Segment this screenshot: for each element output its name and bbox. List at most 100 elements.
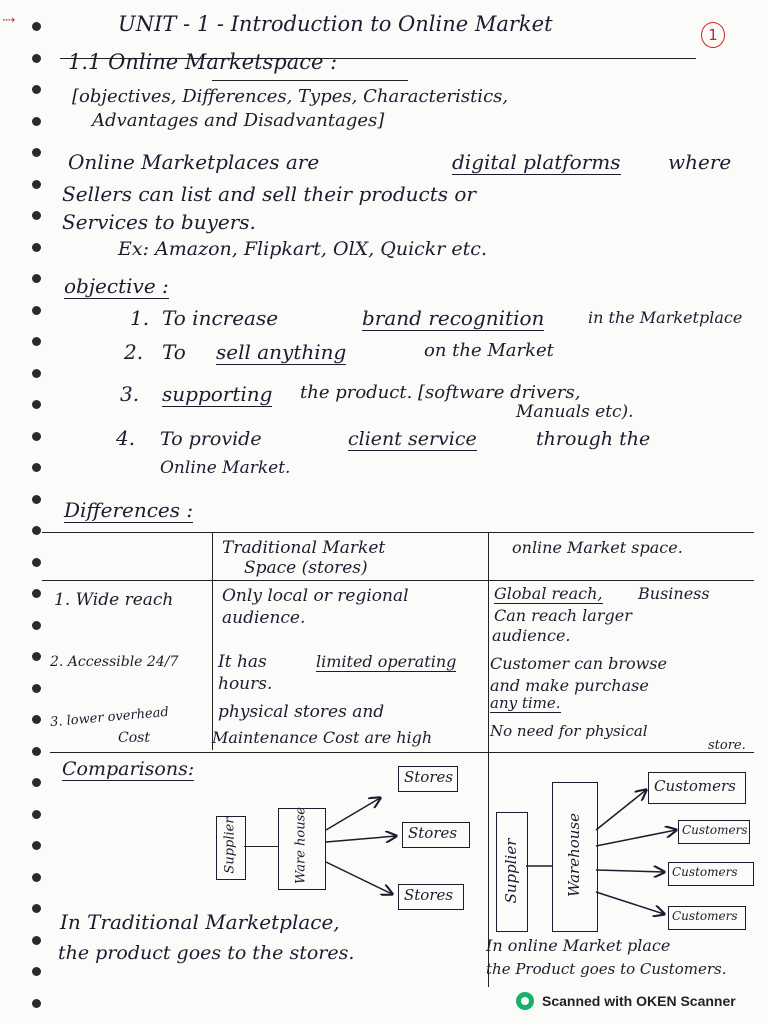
- table-bottom-line: [50, 752, 754, 753]
- definition-line-3: Services to buyers.: [62, 210, 256, 234]
- row-3-label-2: Cost: [118, 730, 150, 746]
- objective-3-num: 3.: [120, 382, 140, 406]
- objective-3-c: the product. [software drivers,: [300, 382, 581, 403]
- differences-heading: Differences :: [64, 498, 194, 523]
- objective-1-b: brand recognition: [362, 306, 545, 331]
- row-2-trad-1a: It has: [218, 652, 267, 672]
- objective-3-cont: Manuals etc).: [516, 402, 634, 422]
- objective-1-a: To increase: [162, 306, 279, 330]
- objective-1-num: 1.: [130, 306, 150, 330]
- binder-hole: [32, 873, 41, 882]
- col-traditional-1: Traditional Market: [222, 538, 386, 558]
- title-underline: [60, 58, 696, 59]
- row-2-online-1: Customer can browse: [490, 654, 667, 673]
- row-2-trad-1b: limited operating: [316, 652, 457, 672]
- objective-2-b: sell anything: [216, 340, 347, 365]
- row-2-online-2: and make purchase: [490, 676, 649, 695]
- row-3-trad-1: physical stores and: [218, 702, 385, 722]
- binder-hole: [32, 432, 41, 441]
- objective-4-num: 4.: [116, 426, 136, 450]
- binder-hole: [32, 778, 41, 787]
- row-1-online-1b: Business: [638, 584, 710, 603]
- trad-store-box-2: [402, 822, 470, 848]
- binder-hole: [32, 621, 41, 630]
- binder-hole: [32, 526, 41, 535]
- binder-hole: [32, 274, 41, 283]
- row-1-trad-2: audience.: [222, 608, 306, 628]
- scanner-text: Scanned with OKEN Scanner: [542, 993, 736, 1009]
- row-2-trad-2: hours.: [218, 674, 273, 694]
- row-2-online-3: any time.: [490, 694, 561, 713]
- binder-hole: [32, 22, 41, 31]
- binder-hole: [32, 495, 41, 504]
- trad-store-label-1: Stores: [404, 768, 454, 786]
- section-underline: [212, 80, 408, 81]
- definition-line-2: Sellers can list and sell their products…: [62, 182, 476, 206]
- binder-hole: [32, 747, 41, 756]
- binder-hole: [32, 243, 41, 252]
- table-header-line: [42, 580, 754, 581]
- row-2-label: 2. Accessible 24/7: [50, 654, 179, 670]
- objective-2-c: on the Market: [424, 340, 554, 361]
- trad-store-label-3: Stores: [404, 886, 454, 904]
- topics-line-1: [objectives, Differences, Types, Charact…: [72, 86, 509, 107]
- binder-holes: [24, 0, 44, 1024]
- trad-arrow-mid: [325, 836, 396, 842]
- online-customer-label-3: Customers: [672, 865, 738, 879]
- page-number: 1: [701, 22, 725, 48]
- binder-hole: [32, 715, 41, 724]
- objective-4-b: client service: [348, 428, 477, 451]
- online-supplier-box: [496, 812, 528, 932]
- binder-hole: [32, 306, 41, 315]
- binder-hole: [32, 904, 41, 913]
- online-customer-box-4: [668, 906, 746, 930]
- row-3-online-1: No need for physical: [490, 722, 648, 740]
- binder-hole: [32, 400, 41, 409]
- table-col-divider-1: [212, 532, 213, 750]
- online-customer-box-1: [648, 772, 746, 804]
- row-1-online-3: audience.: [492, 626, 571, 645]
- col-traditional-2: Space (stores): [244, 558, 368, 578]
- binder-hole: [32, 810, 41, 819]
- row-1-trad-1: Only local or regional: [222, 586, 409, 606]
- trad-caption-1: In Traditional Marketplace,: [60, 910, 340, 934]
- binder-hole: [32, 337, 41, 346]
- binder-hole: [32, 558, 41, 567]
- online-supplier-label: Supplier: [502, 838, 520, 904]
- trad-store-box-3: [398, 884, 464, 910]
- trad-caption-2: the product goes to the stores.: [58, 942, 355, 964]
- objective-1-c: in the Marketplace: [588, 308, 743, 327]
- online-arrow-2: [595, 830, 676, 847]
- objective-4-a: To provide: [160, 428, 262, 450]
- online-customer-label-4: Customers: [672, 909, 738, 923]
- binder-hole: [32, 841, 41, 850]
- objective-4-cont: Online Market.: [160, 458, 291, 478]
- binder-hole: [32, 117, 41, 126]
- comparison-heading: Comparisons:: [62, 758, 195, 781]
- online-arrow-3: [595, 870, 664, 872]
- objective-2-a: To: [162, 340, 186, 364]
- definition-line-1c: where: [668, 150, 732, 174]
- trad-supplier-box: [216, 816, 246, 880]
- online-customer-label-2: Customers: [682, 823, 748, 837]
- table-top-line: [42, 532, 754, 533]
- online-caption-1: In online Market place: [486, 936, 671, 955]
- scanner-watermark: Scanned with OKEN Scanner: [516, 990, 736, 1012]
- binder-hole: [32, 652, 41, 661]
- binder-hole: [32, 180, 41, 189]
- binder-hole: [32, 999, 41, 1008]
- objective-heading: objective :: [64, 274, 169, 299]
- online-warehouse-box: [552, 782, 598, 932]
- binder-hole: [32, 967, 41, 976]
- row-3-trad-2: Maintenance Cost are high: [212, 728, 433, 747]
- binder-hole: [32, 369, 41, 378]
- online-arrow-4: [595, 891, 664, 914]
- trad-arrow-bottom: [325, 861, 392, 894]
- row-1-online-2: Can reach larger: [494, 606, 632, 625]
- online-customer-label-1: Customers: [654, 777, 736, 795]
- definition-example: Ex: Amazon, Flipkart, OlX, Quickr etc.: [118, 238, 487, 260]
- objective-2-num: 2.: [124, 340, 144, 364]
- objective-3-b: supporting: [162, 382, 273, 407]
- binder-hole: [32, 211, 41, 220]
